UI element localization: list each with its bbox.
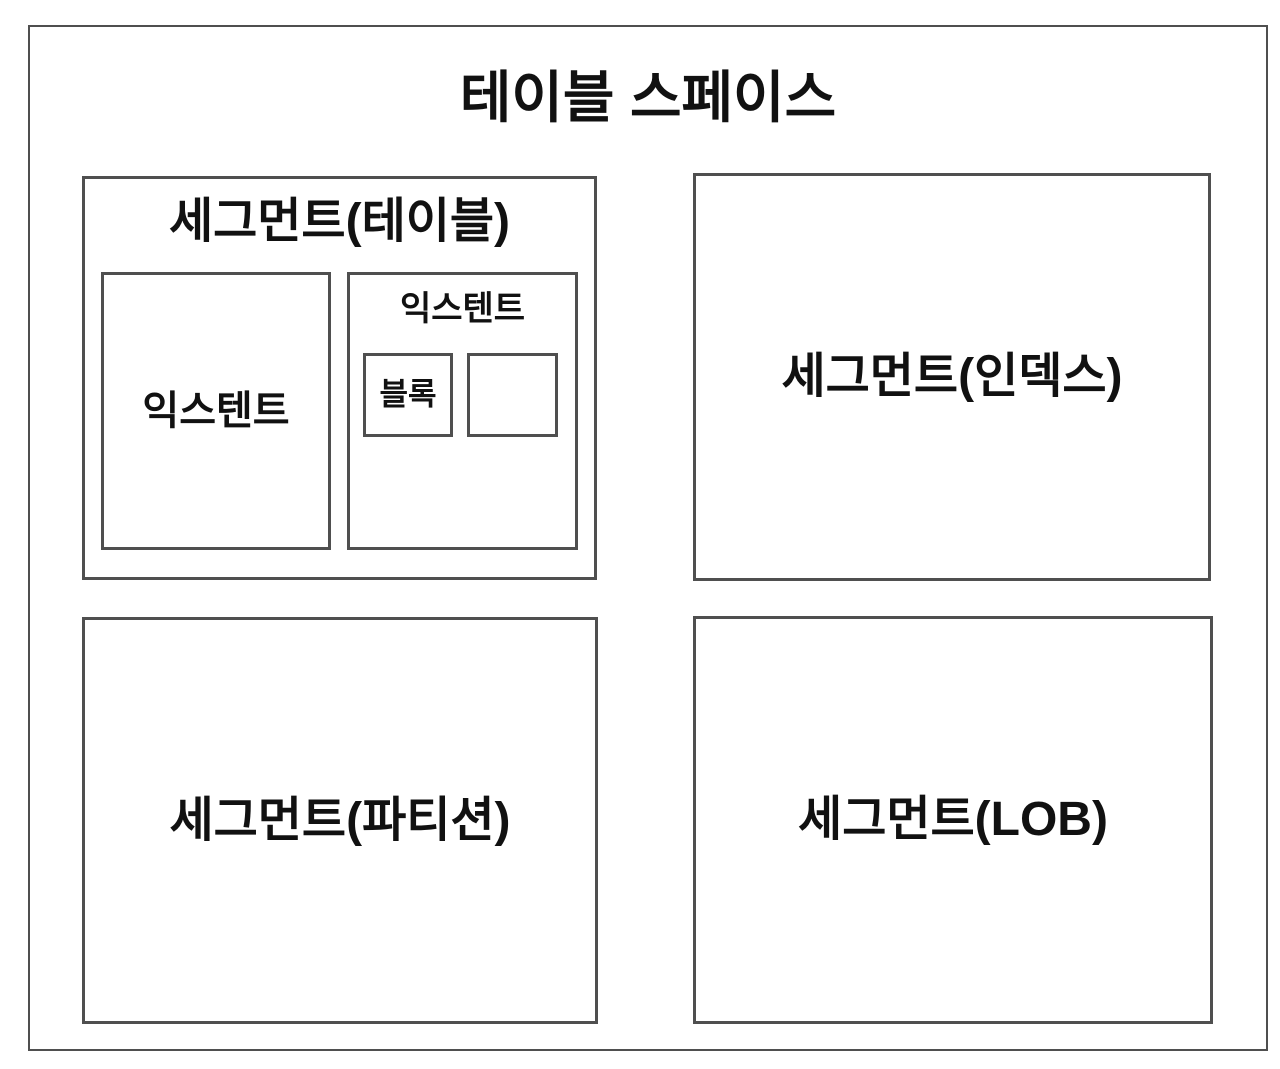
block-box-empty [467, 353, 558, 437]
extent-right-label: 익스텐트 [399, 290, 526, 328]
segment-partition-box: 세그먼트(파티션) [82, 617, 598, 1024]
block-box: 블록 [363, 353, 453, 437]
block-label: 블록 [379, 377, 437, 413]
segment-index-box: 세그먼트(인덱스) [693, 173, 1211, 581]
segment-lob-label: 세그먼트(LOB) [798, 793, 1108, 847]
extent-left-label: 익스텐트 [142, 389, 290, 433]
segment-table-label: 세그먼트(테이블) [168, 195, 511, 248]
segment-partition-label: 세그먼트(파티션) [169, 793, 511, 847]
extent-left-box: 익스텐트 [101, 272, 331, 550]
segment-index-label: 세그먼트(인덱스) [781, 350, 1123, 404]
segment-lob-box: 세그먼트(LOB) [693, 616, 1213, 1024]
tablespace-title: 테이블 스페이스 [459, 66, 837, 129]
